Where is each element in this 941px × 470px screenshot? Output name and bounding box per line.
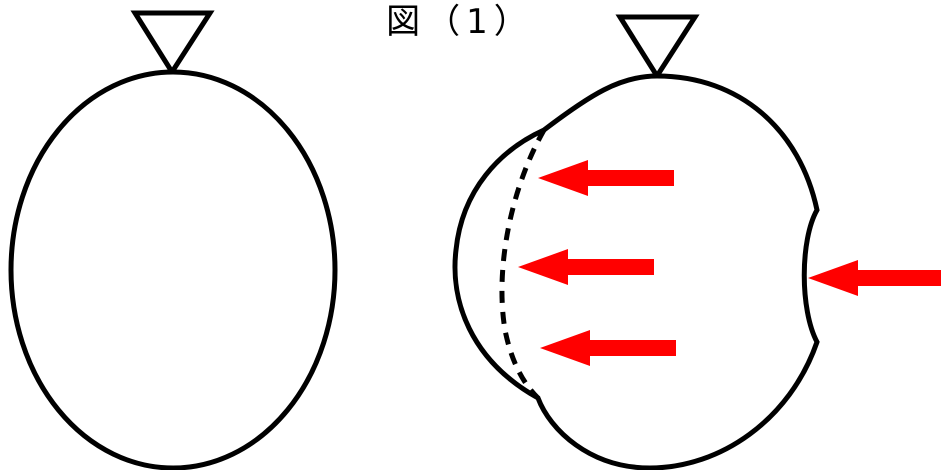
pressure-arrow-bottom [540, 330, 676, 366]
figure-caption: 図（1） [386, 2, 534, 42]
right-valve-triangle [615, 14, 700, 81]
left-balloon-body [8, 69, 338, 470]
right-pressure-arrow [808, 260, 941, 296]
left-pressure-arrows [518, 160, 676, 366]
right-balloon [452, 14, 820, 470]
original-outline-dashed [499, 128, 547, 400]
pressure-arrow-top [538, 160, 674, 196]
left-valve-triangle [130, 10, 215, 77]
pressure-arrow-middle [518, 249, 654, 285]
left-balloon [8, 10, 338, 470]
